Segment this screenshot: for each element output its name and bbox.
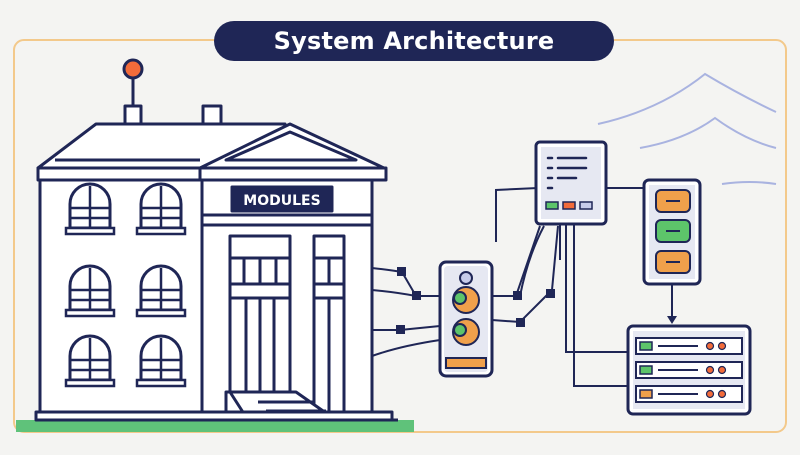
server-light-icon bbox=[705, 365, 715, 375]
arrow-down-icon bbox=[667, 316, 677, 324]
building-connectors bbox=[371, 267, 441, 357]
arched-window bbox=[135, 334, 187, 388]
junction-node bbox=[516, 318, 525, 327]
junction-node bbox=[546, 289, 555, 298]
arched-window bbox=[135, 182, 187, 236]
server-light-icon bbox=[717, 341, 727, 351]
server-light-icon bbox=[705, 389, 715, 399]
signal-panel bbox=[438, 260, 494, 378]
rack-rows bbox=[635, 337, 743, 403]
server-rack bbox=[626, 324, 752, 416]
connector-nodes bbox=[396, 267, 421, 334]
server-light-icon bbox=[717, 365, 727, 375]
document-card bbox=[534, 140, 608, 226]
windows bbox=[64, 182, 187, 388]
arched-window bbox=[64, 264, 116, 318]
junction-node bbox=[396, 325, 405, 334]
rack-arrows bbox=[559, 224, 673, 387]
junction-node bbox=[412, 291, 421, 300]
page-title: System Architecture bbox=[273, 27, 555, 55]
junction-node bbox=[397, 267, 406, 276]
signal-waves bbox=[597, 72, 777, 185]
status-dot-icon bbox=[459, 271, 473, 285]
panel-base-bar bbox=[445, 357, 487, 369]
arched-window bbox=[64, 334, 116, 388]
antenna-light-icon bbox=[122, 58, 144, 80]
server-unit bbox=[635, 337, 743, 355]
server-led-icon bbox=[639, 365, 653, 375]
server-light-icon bbox=[717, 389, 727, 399]
signal-green-icon bbox=[453, 291, 467, 305]
server-unit bbox=[635, 385, 743, 403]
arched-window bbox=[135, 264, 187, 318]
server-led-icon bbox=[639, 389, 653, 399]
arched-window bbox=[64, 182, 116, 236]
entrance bbox=[228, 234, 346, 420]
module-stack bbox=[642, 178, 702, 286]
title-banner: System Architecture bbox=[214, 21, 614, 61]
card-status-green bbox=[545, 201, 559, 210]
modules-sign-label: MODULES bbox=[243, 193, 320, 209]
connector-nodes-2 bbox=[513, 289, 555, 327]
server-unit bbox=[635, 361, 743, 379]
grass-strip bbox=[16, 420, 414, 432]
card-status-grey bbox=[579, 201, 593, 210]
signal-green-icon bbox=[453, 323, 467, 337]
modules-sign bbox=[230, 185, 334, 213]
server-light-icon bbox=[705, 341, 715, 351]
server-led-icon bbox=[639, 341, 653, 351]
card-status-orange bbox=[562, 201, 576, 210]
junction-node bbox=[513, 291, 522, 300]
